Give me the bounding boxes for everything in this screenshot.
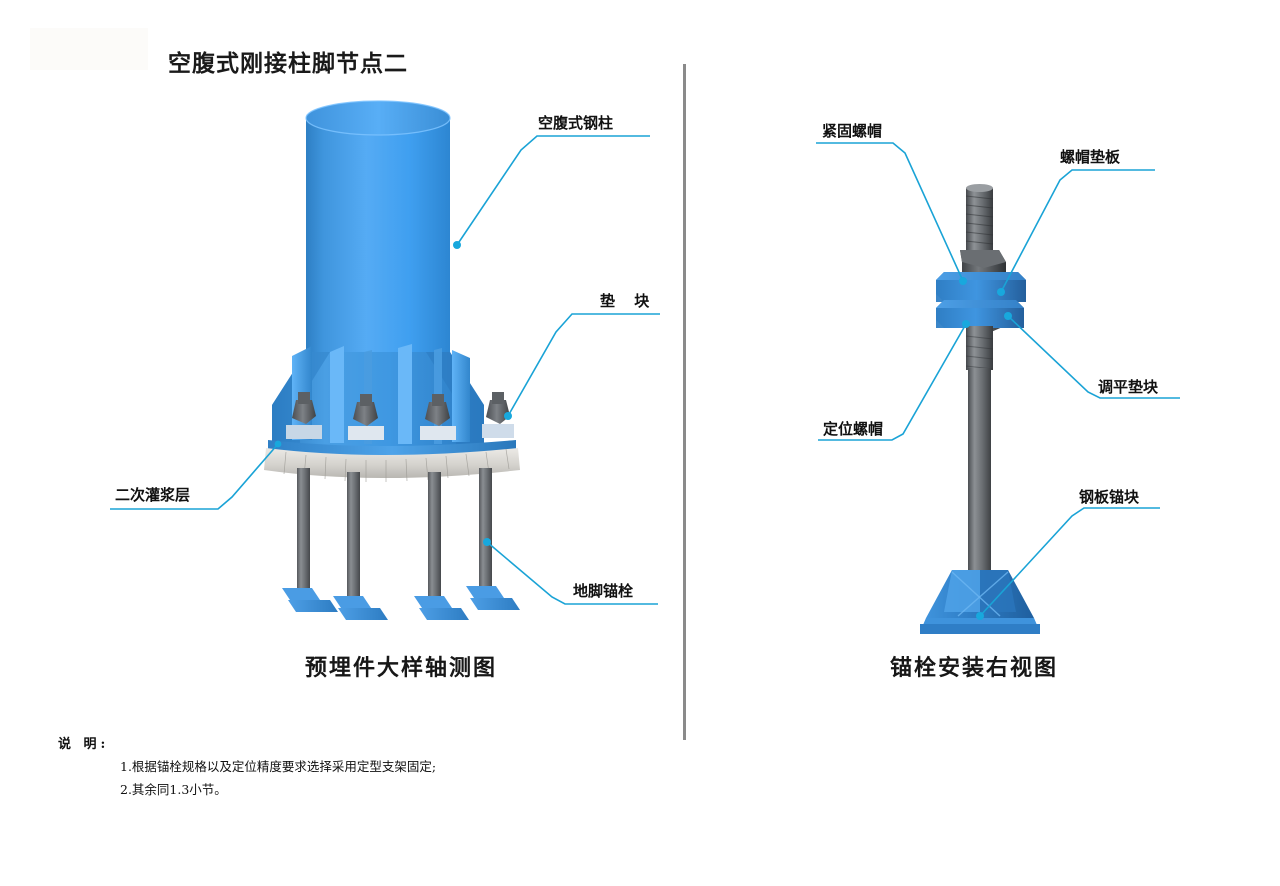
base-plate	[268, 440, 516, 456]
label-spacer-block: 垫 块	[600, 292, 657, 310]
label-hollow-steel-column: 空腹式钢柱	[538, 114, 614, 132]
right-view-caption: 锚栓安装右视图	[890, 656, 1059, 681]
label-positioning-nut: 定位螺帽	[823, 420, 884, 438]
left-leader-lines	[110, 135, 660, 605]
corner-placeholder-box	[30, 28, 148, 70]
note-item-2: 2.其余同1.3小节。	[120, 782, 227, 797]
base-plate-nuts	[286, 392, 514, 440]
notes-heading: 说 明:	[58, 737, 110, 752]
hollow-steel-column	[305, 100, 451, 360]
label-secondary-grout: 二次灌浆层	[115, 486, 191, 504]
label-steel-plate-anchor-block: 钢板锚块	[1079, 488, 1140, 506]
left-leader-dots	[274, 241, 512, 546]
label-tightening-nut: 紧固螺帽	[822, 122, 883, 140]
threaded-stud-top	[965, 184, 994, 250]
steel-plate-anchor-block	[920, 570, 1040, 634]
anchor-bolts	[282, 468, 520, 620]
label-anchor-bolt: 地脚锚栓	[573, 582, 634, 600]
view-divider	[683, 64, 686, 740]
label-nut-backing-plate: 螺帽垫板	[1060, 148, 1121, 166]
label-leveling-shim: 调平垫块	[1098, 378, 1159, 396]
anchor-rod	[965, 326, 994, 584]
leveling-shim	[936, 300, 1024, 328]
note-item-1: 1.根据锚栓规格以及定位精度要求选择采用定型支架固定;	[120, 759, 437, 774]
right-leader-lines	[816, 142, 1180, 617]
drawing-title: 空腹式刚接柱脚节点二	[168, 51, 408, 77]
notes-block: 说 明: 1.根据锚栓规格以及定位精度要求选择采用定型支架固定; 2.其余同1.…	[58, 733, 436, 798]
left-view-caption: 预埋件大样轴测图	[305, 656, 498, 681]
secondary-grout-layer	[264, 448, 520, 482]
right-leader-dots	[959, 277, 1012, 620]
nut-backing-plate	[936, 272, 1026, 302]
